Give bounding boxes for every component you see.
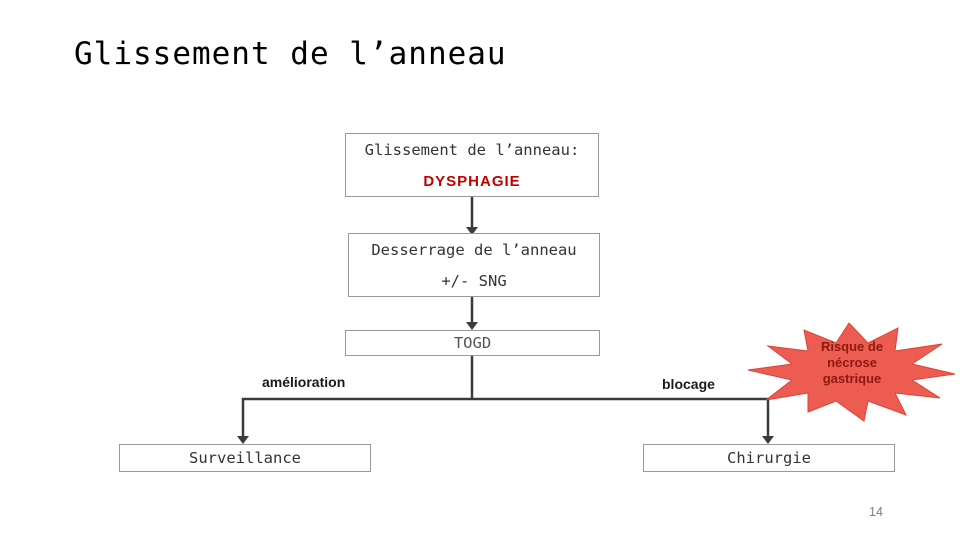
flow-box-togd: TOGD (345, 330, 600, 356)
flow-box-surveillance: Surveillance (119, 444, 371, 472)
flow-box-desserrage-line2: +/- SNG (441, 272, 507, 290)
starburst-warning-text: Risque de nécrose gastrique (746, 339, 958, 387)
starburst-line2: nécrose (827, 355, 877, 370)
flow-box-desserrage: Desserrage de l’anneau +/- SNG (348, 233, 600, 297)
branch-label-blocage: blocage (662, 376, 715, 392)
flow-box-togd-label: TOGD (453, 334, 492, 352)
flow-box-desserrage-line1: Desserrage de l’anneau (371, 241, 577, 259)
flow-box-chirurgie-label: Chirurgie (727, 449, 811, 467)
page-number: 14 (869, 505, 883, 519)
slide-title: Glissement de l’anneau (74, 36, 507, 72)
flow-box-surveillance-label: Surveillance (189, 449, 301, 467)
starburst-shape (747, 322, 956, 422)
flow-box-dysphagie-line2: DYSPHAGIE (423, 173, 521, 190)
flow-box-dysphagie-line1: Glissement de l’anneau: (364, 141, 580, 159)
flow-box-dysphagie: Glissement de l’anneau: DYSPHAGIE (345, 133, 599, 197)
starburst-line3: gastrique (822, 371, 882, 386)
branch-label-amelioration: amélioration (262, 374, 346, 390)
flow-box-chirurgie: Chirurgie (643, 444, 895, 472)
starburst-line1: Risque de (820, 339, 884, 354)
